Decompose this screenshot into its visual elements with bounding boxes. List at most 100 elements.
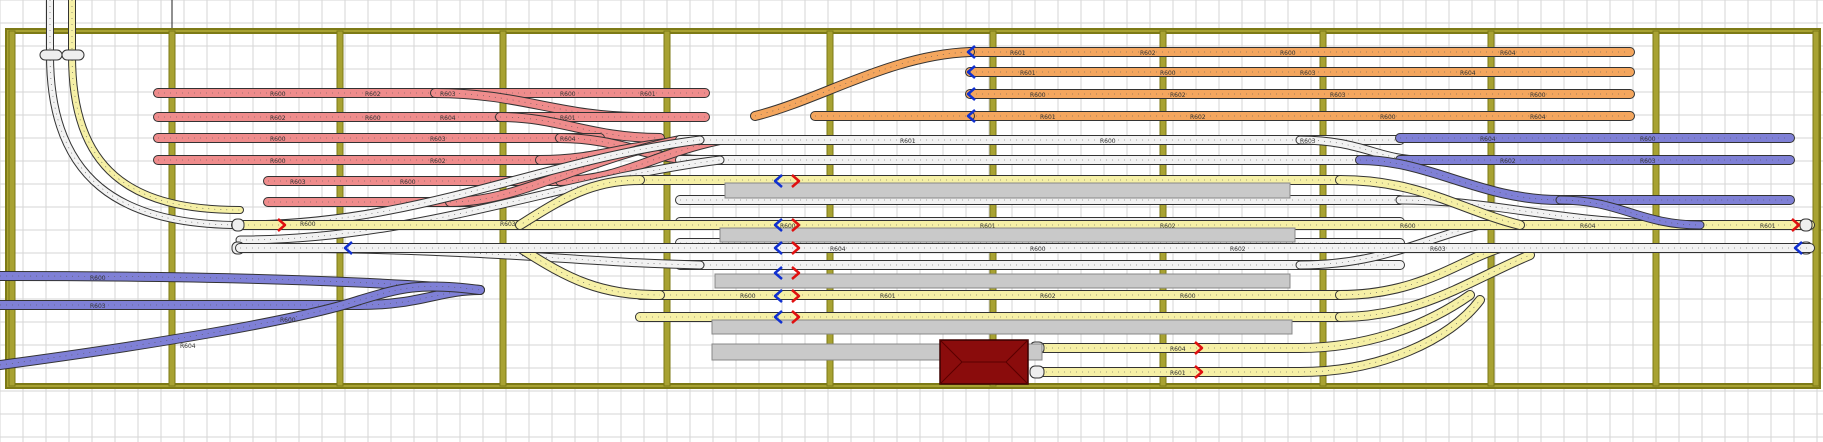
track-label: R602: [365, 91, 381, 98]
track-label: R603: [500, 221, 516, 228]
track-label: R603: [1430, 246, 1446, 253]
blue-line-2[interactable]: [1356, 156, 1794, 204]
track-label: R602: [1230, 246, 1246, 253]
arrow-right-icon: [791, 174, 801, 188]
track-label: R601: [980, 223, 996, 230]
track-label: R601: [900, 138, 916, 145]
arrow-left-icon: [966, 65, 976, 79]
track-end-cap: [1799, 218, 1813, 232]
track-label: R600: [1640, 136, 1656, 143]
track-curve-inner-ties: [71, 0, 241, 211]
arrow-right-icon: [1194, 365, 1204, 379]
track-label: R600: [270, 136, 286, 143]
roof-icon: [939, 339, 1029, 385]
benchwork-joist: [168, 30, 176, 387]
track-label: R601: [1760, 223, 1776, 230]
track-label: R602: [1160, 223, 1176, 230]
yellow-curve-a[interactable]: [516, 176, 644, 229]
track-label: R602: [1170, 92, 1186, 99]
benchwork-joist: [1319, 30, 1327, 387]
platform-3: [711, 319, 1293, 335]
arrow-left-icon: [773, 241, 783, 255]
track-label: R604: [1480, 136, 1496, 143]
benchwork-joist: [1812, 30, 1820, 387]
arrow-right-icon: [1791, 218, 1801, 232]
track-label: R600: [1530, 92, 1546, 99]
track-label: R604: [560, 136, 576, 143]
track-label: R601: [1170, 370, 1186, 377]
track-label: R600: [780, 223, 796, 230]
track-label: R603: [1640, 158, 1656, 165]
white-curve-a-ties: [239, 139, 701, 226]
platform-0: [724, 182, 1291, 199]
track-label: R602: [1140, 50, 1156, 57]
platforms: [711, 182, 1296, 361]
track-label: R601: [1020, 70, 1036, 77]
track-label: R604: [1500, 50, 1516, 57]
arrow-left-icon: [966, 45, 976, 59]
arrow-right-icon: [791, 289, 801, 303]
track-end-cap: [1029, 365, 1045, 379]
orange-ladder-ties: [754, 51, 971, 117]
track-label: R602: [270, 115, 286, 122]
platform-1: [719, 227, 1296, 243]
benchwork-joist: [663, 30, 671, 387]
white-curve-d-ties: [1299, 139, 1421, 161]
track-label: R600: [400, 179, 416, 186]
track-label: R602: [1040, 293, 1056, 300]
blue-line-6[interactable]: [0, 282, 484, 369]
station-building[interactable]: [939, 339, 1029, 385]
track-label: R603: [430, 136, 446, 143]
arrow-right-icon: [277, 218, 287, 232]
track-label: R604: [1580, 223, 1596, 230]
platform-2: [714, 273, 1291, 289]
benchwork-joist: [826, 30, 834, 387]
arrow-left-icon: [966, 87, 976, 101]
arrow-left-icon: [343, 241, 353, 255]
benchwork-joist: [1652, 30, 1660, 387]
track-label: R602: [430, 158, 446, 165]
benchwork-joist: [1159, 30, 1167, 387]
blue-line-4-ties: [0, 275, 481, 291]
yellow-curve-c[interactable]: [516, 244, 664, 299]
tracks[interactable]: [0, 0, 1815, 379]
track-end-cap: [61, 49, 85, 61]
track-label: R603: [90, 303, 106, 310]
track-label: R603: [1330, 92, 1346, 99]
track-label: R601: [880, 293, 896, 300]
track-label: R600: [90, 275, 106, 282]
red-siding-curve-4-ties: [559, 139, 721, 182]
arrow-left-icon: [773, 310, 783, 324]
track-label: R600: [365, 115, 381, 122]
yellow-curve-d[interactable]: [1336, 244, 1504, 299]
track-label: R600: [1400, 223, 1416, 230]
track-end-cap: [231, 218, 245, 232]
yellow-spur-a-ties: [1040, 294, 1471, 349]
arrow-left-icon: [1793, 241, 1803, 255]
track-label: R600: [280, 317, 296, 324]
arrow-left-icon: [773, 174, 783, 188]
track-label: R600: [1180, 293, 1196, 300]
track-label: R600: [1380, 114, 1396, 121]
orange-ladder[interactable]: [751, 48, 974, 120]
yellow-spur-b[interactable]: [1036, 296, 1484, 376]
arrow-left-icon: [966, 109, 976, 123]
track-label: R604: [1530, 114, 1546, 121]
benchwork-joist: [8, 30, 16, 387]
arrow-left-icon: [773, 289, 783, 303]
track-curve-outer[interactable]: [47, 0, 243, 228]
track-label: R600: [270, 158, 286, 165]
track-label: R600: [270, 91, 286, 98]
track-label: R600: [740, 293, 756, 300]
arrow-left-icon: [773, 266, 783, 280]
track-label: R600: [1030, 92, 1046, 99]
blue-line-3[interactable]: [1556, 196, 1704, 229]
red-siding-curve-1[interactable]: [496, 113, 664, 142]
track-label: R600: [300, 221, 316, 228]
track-label: R601: [1040, 114, 1056, 121]
yellow-curve-b[interactable]: [1336, 176, 1524, 229]
arrow-right-icon: [791, 241, 801, 255]
yellow-curve-e[interactable]: [1336, 251, 1534, 321]
